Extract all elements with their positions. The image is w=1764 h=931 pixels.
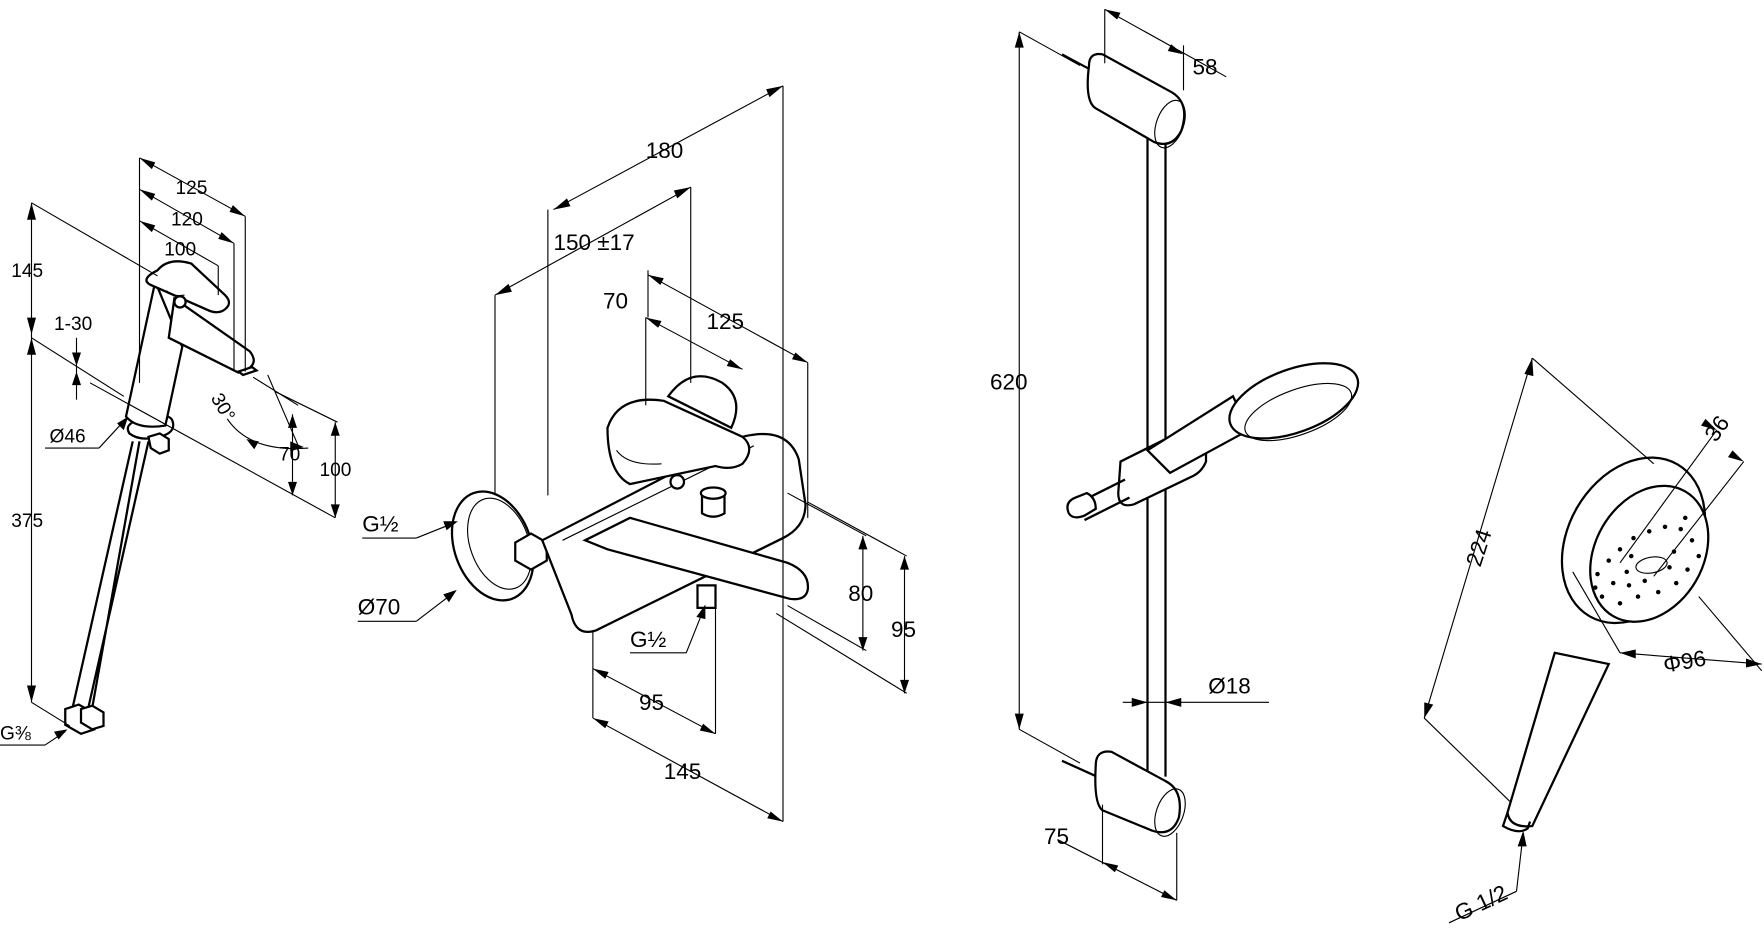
dim-diameter-46: Ø46 <box>50 426 86 447</box>
dim-height-95: 95 <box>891 617 916 642</box>
basin-mixer-drawing: 145 375 125 120 100 1-30 Ø46 30° <box>0 157 352 746</box>
dim-adjust-1-30: 1-30 <box>54 314 92 335</box>
dim-rail-diameter-18: Ø18 <box>1208 673 1251 698</box>
dim-spout-100: 100 <box>320 460 352 481</box>
dim-depth-100: 100 <box>164 240 196 261</box>
dim-width-125: 125 <box>707 309 745 334</box>
dim-spout-145: 145 <box>664 759 702 784</box>
dim-length-224: 224 <box>1461 526 1496 569</box>
dim-bracket-75: 75 <box>1044 824 1069 849</box>
shower-rail-drawing: 58 620 Ø18 75 <box>990 8 1360 901</box>
dim-height-80: 80 <box>848 581 873 606</box>
dim-width-180: 180 <box>646 138 684 163</box>
dim-thread-g12: G 1/2 <box>1451 880 1511 926</box>
dim-depth-120: 120 <box>171 209 203 230</box>
dim-spout-95: 95 <box>639 690 664 715</box>
dim-depth-125: 125 <box>176 178 208 199</box>
dim-spout-70: 70 <box>279 444 300 465</box>
dim-width-70: 70 <box>603 289 628 314</box>
bath-mixer-drawing: 180 150 ±17 70 125 G½ Ø70 <box>357 85 916 823</box>
dim-hose-375: 375 <box>11 511 43 532</box>
spray-nozzles <box>1593 515 1701 606</box>
dim-thread-g38: G⅜ <box>0 723 31 744</box>
dim-thread-g12-inlet: G½ <box>362 511 399 536</box>
hand-shower-drawing: 224 36 Φ96 G 1/2 <box>1423 357 1763 926</box>
dim-rosette-70: Ø70 <box>358 595 401 620</box>
dim-length-620: 620 <box>990 370 1028 395</box>
dim-bracket-58: 58 <box>1193 55 1218 80</box>
dim-diameter-96: Φ96 <box>1661 646 1708 678</box>
dim-centers-150: 150 ±17 <box>554 230 635 255</box>
dim-angle-30: 30° <box>206 390 239 426</box>
dim-height-145: 145 <box>11 261 43 282</box>
dim-depth-36: 36 <box>1700 411 1735 446</box>
dim-thread-g12-outlet: G½ <box>630 627 667 652</box>
